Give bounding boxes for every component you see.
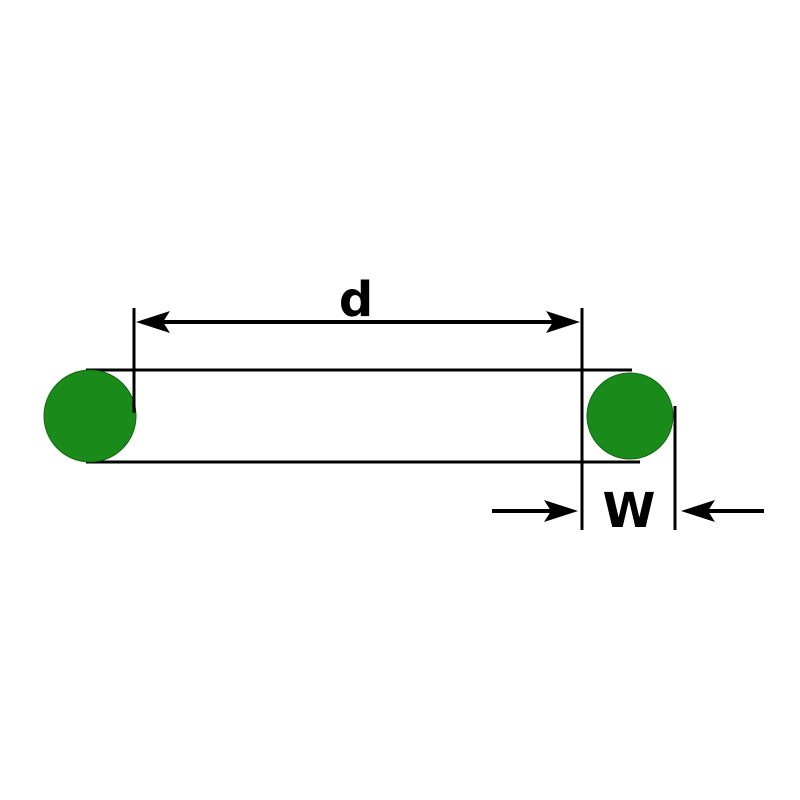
diameter-label: d [339,272,373,328]
oring-cross-section-right [586,372,674,460]
width-arrowhead-left-icon [544,500,578,522]
diameter-arrowhead-right-icon [546,311,580,333]
diameter-arrowhead-left-icon [136,311,170,333]
width-dimension: W [492,483,764,539]
diameter-dimension: d [136,272,580,333]
oring-cross-section-left [43,369,137,463]
width-arrowhead-right-icon [681,500,715,522]
extension-lines [132,308,677,530]
oring-profile [43,368,674,464]
width-label: W [603,483,656,539]
